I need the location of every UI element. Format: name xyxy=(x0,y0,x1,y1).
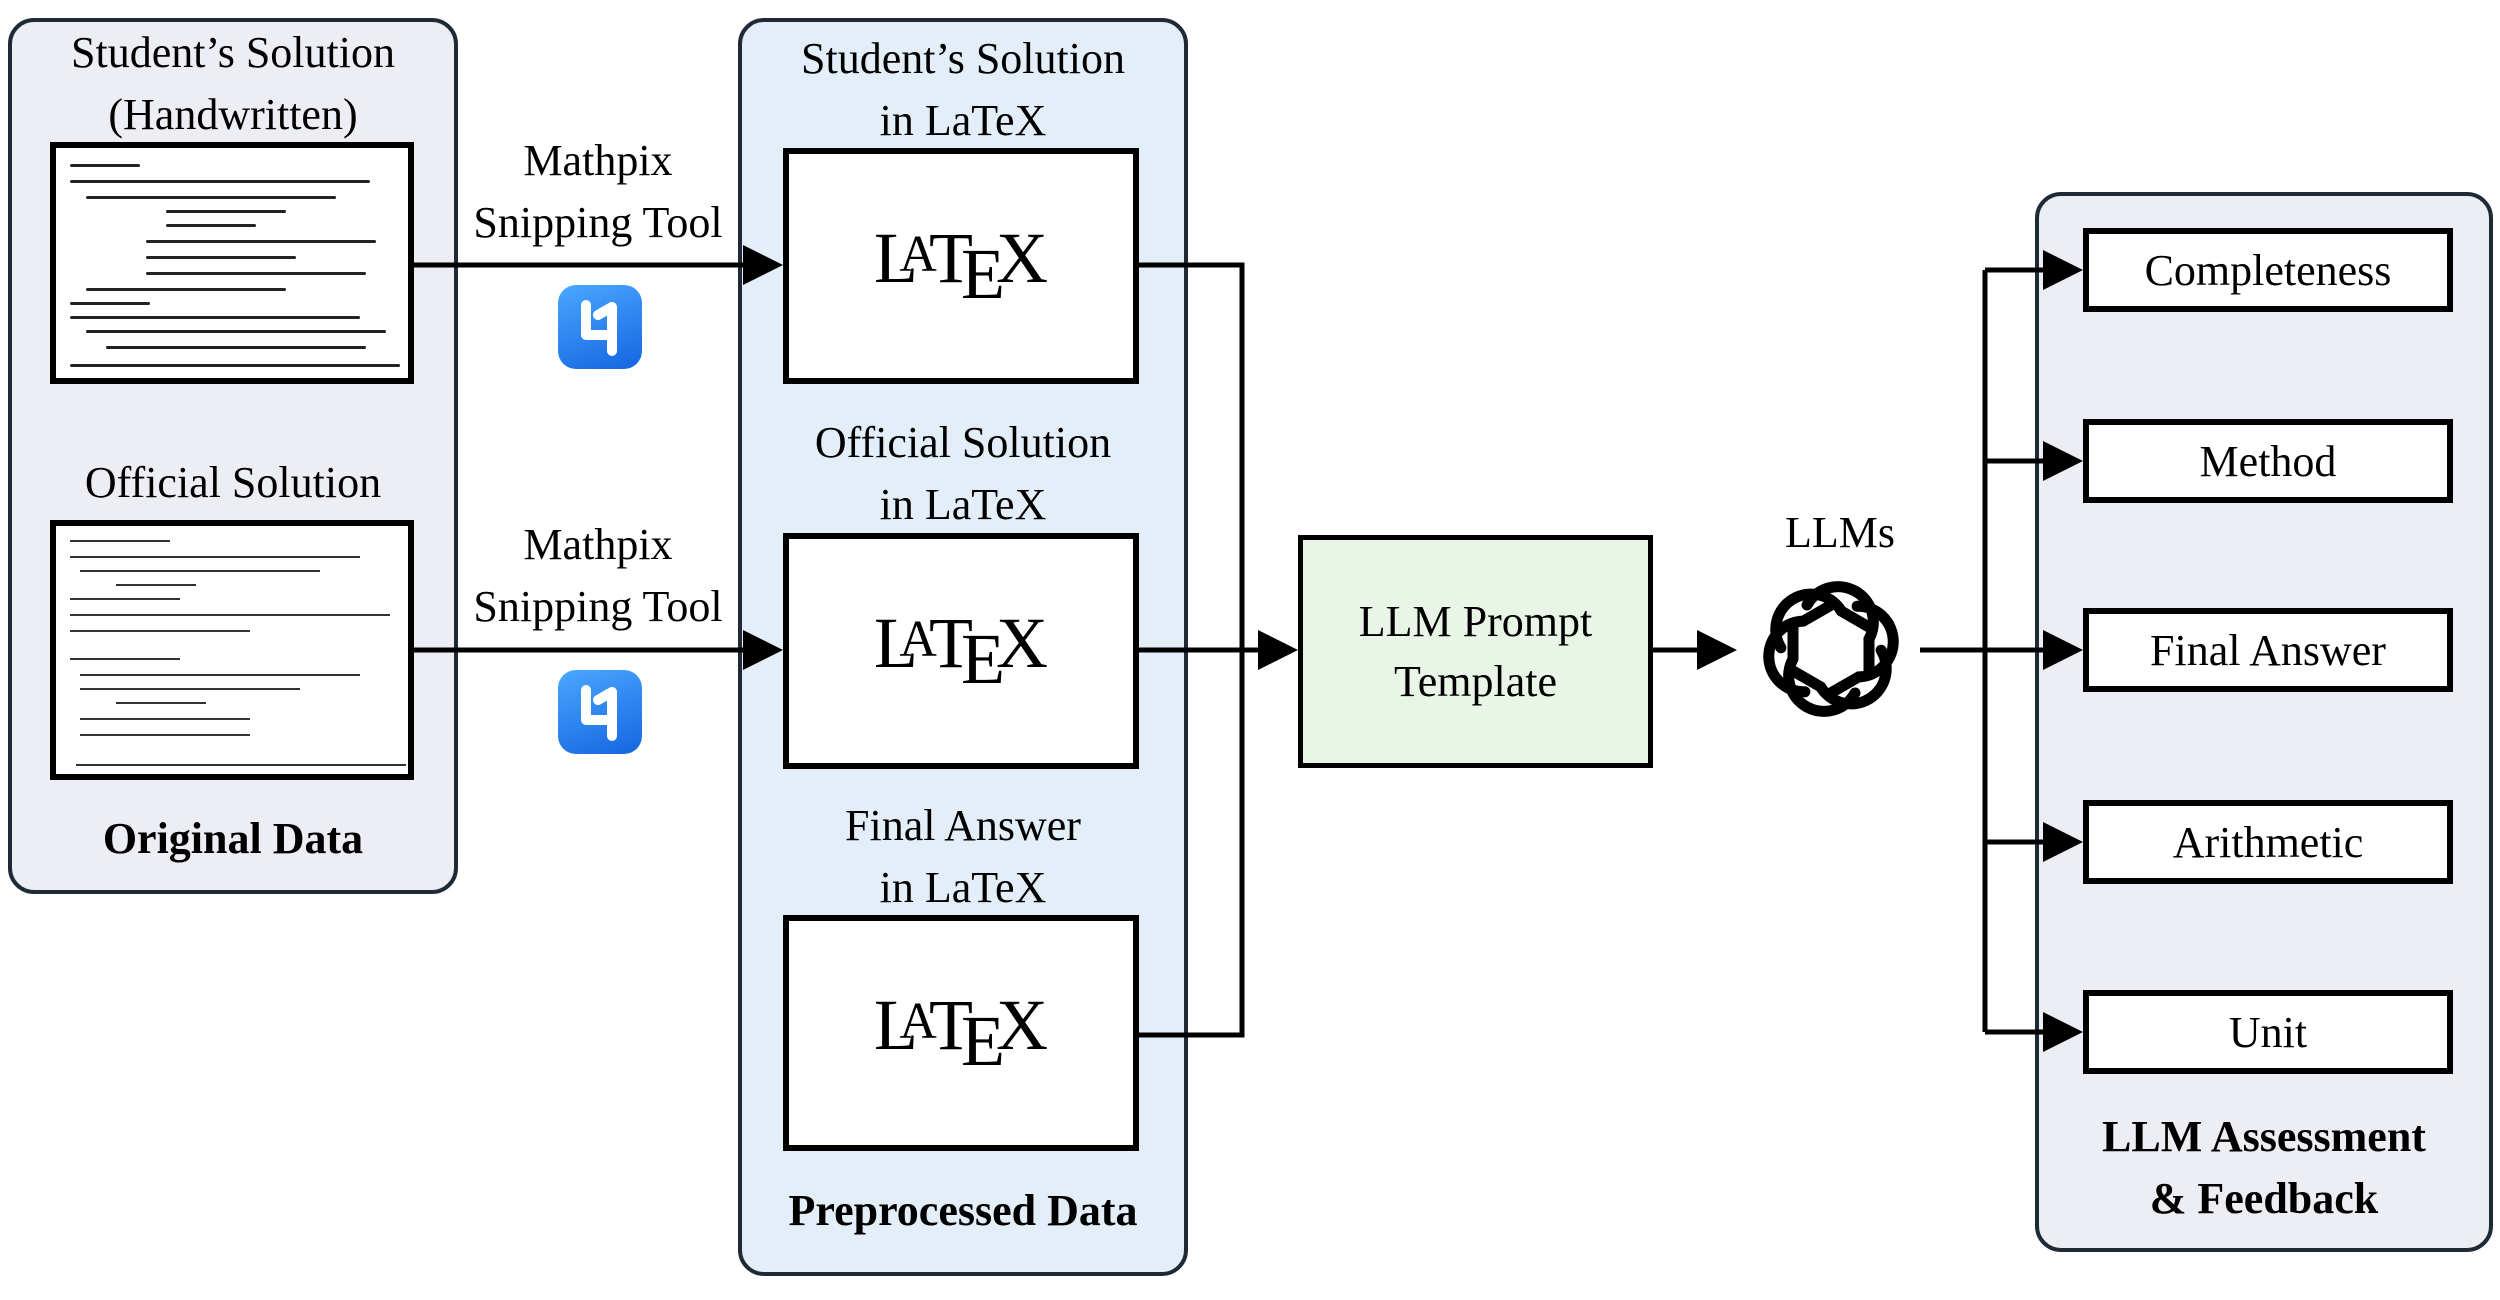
latex-logo: LATEX xyxy=(874,218,1048,314)
llms-label: LLMs xyxy=(1785,508,1895,557)
mathpix-icon xyxy=(558,670,642,754)
mathpix-icon xyxy=(558,285,642,369)
student-solution-label: Student’s Solution (Handwritten) xyxy=(71,28,395,139)
llm-prompt-template-box: LLM Prompt Template xyxy=(1298,535,1653,768)
mathpix-tool-label-bottom: Mathpix Snipping Tool xyxy=(473,520,723,631)
student-latex-box: LATEX xyxy=(783,148,1139,384)
criterion-method: Method xyxy=(2083,419,2453,503)
final-answer-latex-label: Final Answer in LaTeX xyxy=(845,801,1081,912)
criterion-arithmetic: Arithmetic xyxy=(2083,800,2453,884)
official-latex-box: LATEX xyxy=(783,533,1139,769)
openai-icon xyxy=(1763,581,1899,717)
handwritten-solution-image xyxy=(50,142,414,384)
official-solution-image xyxy=(50,520,414,780)
assessment-title: LLM Assessment & Feedback xyxy=(2102,1112,2426,1223)
assessment-panel xyxy=(2035,192,2493,1252)
criterion-completeness: Completeness xyxy=(2083,228,2453,312)
connector-final-latex xyxy=(1139,650,1245,1038)
latex-logo: LATEX xyxy=(874,985,1048,1081)
connector-student-latex xyxy=(1139,262,1245,650)
original-data-title: Original Data xyxy=(102,814,364,863)
student-latex-label: Student’s Solution in LaTeX xyxy=(801,34,1125,145)
mathpix-tool-label-top: Mathpix Snipping Tool xyxy=(473,136,723,247)
latex-logo: LATEX xyxy=(874,603,1048,699)
criterion-final-answer: Final Answer xyxy=(2083,608,2453,692)
final-answer-latex-box: LATEX xyxy=(783,915,1139,1151)
criterion-unit: Unit xyxy=(2083,990,2453,1074)
official-latex-label: Official Solution in LaTeX xyxy=(814,418,1112,529)
preprocessed-data-title: Preprocessed Data xyxy=(788,1186,1138,1235)
official-solution-label: Official Solution xyxy=(84,458,382,507)
